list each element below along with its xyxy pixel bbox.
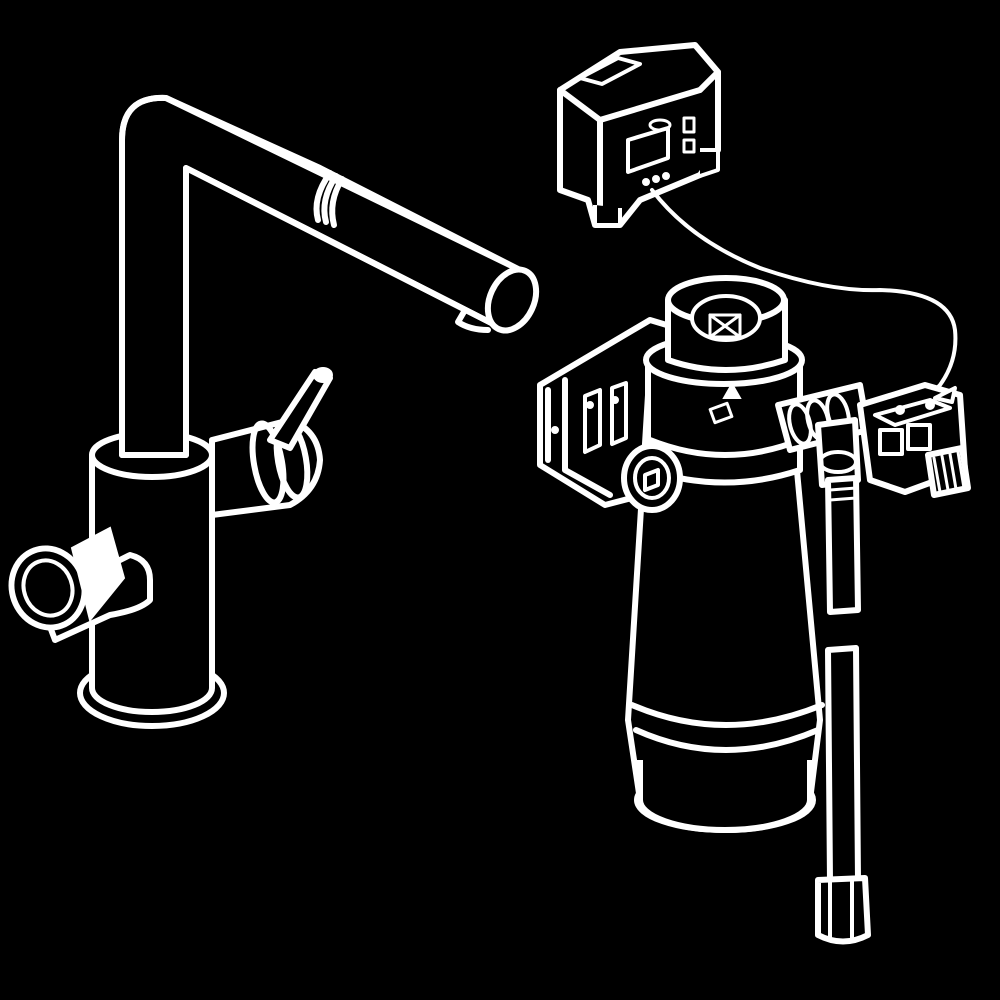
control-unit-buttons[interactable] xyxy=(642,172,670,186)
faucet-handle-left[interactable] xyxy=(0,526,153,643)
faucet-lever-right[interactable] xyxy=(209,367,333,518)
control-cable xyxy=(650,188,958,407)
filter-release-knob[interactable] xyxy=(621,443,683,513)
supply-hose-lower xyxy=(825,645,861,885)
filter-icon xyxy=(537,275,871,833)
faucet-icon xyxy=(0,94,540,729)
valve-icon xyxy=(857,382,971,498)
supply-hose-upper xyxy=(825,475,861,615)
control-unit-icon xyxy=(557,42,721,228)
control-unit-display xyxy=(626,116,696,174)
hose-nut xyxy=(815,875,871,945)
filter-cartridge xyxy=(625,392,825,833)
faucet-spout xyxy=(119,94,540,458)
hose-icon xyxy=(815,475,871,945)
valve-threaded-port xyxy=(925,445,971,498)
elbow-fitting xyxy=(815,417,861,488)
